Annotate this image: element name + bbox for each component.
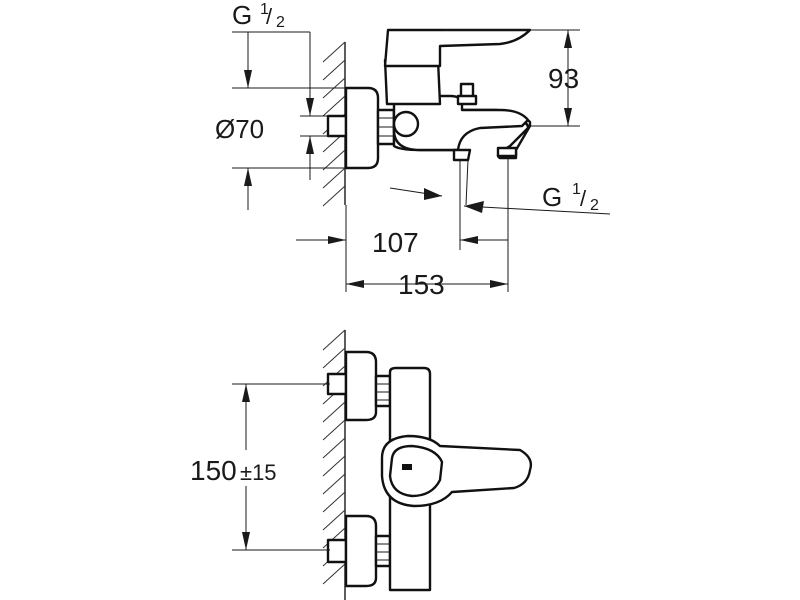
dim-label-153: 153 [398, 269, 445, 300]
dim-diameter-70: Ø70 [215, 114, 314, 210]
lower-nut [374, 534, 392, 568]
lower-inlet-pipe [326, 538, 348, 564]
dim-depth-153: 153 [346, 269, 508, 300]
dim-height-93: 93 [548, 30, 579, 126]
dim-g-half-top: G 1 / 2 [232, 0, 314, 116]
dim-label-thread-num: 1 [260, 1, 269, 18]
dim-g-half-outlet: G 1 / 2 [389, 181, 611, 215]
dim-label-tolerance: ±15 [240, 460, 277, 485]
dim-label-thread-den: 2 [276, 14, 285, 31]
dim-label-diameter: Ø70 [215, 114, 264, 144]
dim-depth-107: 107 [296, 227, 508, 258]
dim-centers-150: 150 ±15 [190, 384, 302, 550]
inlet-pipe [326, 114, 348, 138]
lower-rosette [344, 514, 378, 588]
lever-hub-front [388, 444, 444, 498]
shower-outlet [452, 148, 472, 162]
dim-label-150: 150 [190, 455, 237, 486]
indicator-mark [402, 464, 412, 470]
dim-label-thread-base: G [232, 0, 252, 30]
spout-aerator [496, 146, 518, 158]
front-elevation-view: 150 ±15 [190, 329, 533, 600]
side-elevation-view: G 1 / 2 Ø70 93 G 1 / [215, 0, 611, 300]
diverter-base [456, 94, 478, 106]
svg-text:/: / [580, 186, 587, 211]
lever-handle [383, 28, 532, 68]
dim-label-93: 93 [548, 63, 579, 94]
upper-rosette [344, 350, 378, 422]
dim-label-outlet-num: 1 [572, 181, 581, 198]
dim-label-outlet-base: G [542, 182, 562, 212]
dim-label-107: 107 [372, 227, 419, 258]
upper-inlet-pipe [326, 372, 348, 396]
upper-nut [374, 374, 392, 408]
svg-text:/: / [266, 4, 273, 29]
dim-label-outlet-den: 2 [590, 197, 599, 214]
rosette [344, 86, 380, 170]
handle-hub [392, 110, 420, 138]
